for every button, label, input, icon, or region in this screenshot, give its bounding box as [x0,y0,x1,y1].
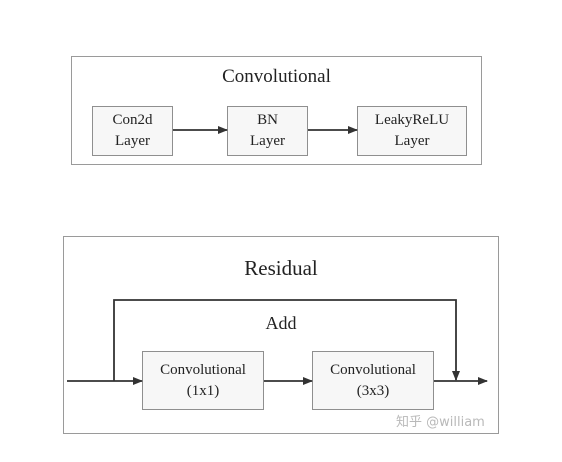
convolutional-title: Convolutional [222,66,331,87]
leakyrelu-layer-box: LeakyReLU Layer [357,106,467,156]
convolutional-1x1-box: Convolutional (1x1) [142,351,264,410]
add-label: Add [265,313,297,333]
watermark-text: 知乎 @william [396,415,485,430]
bn-layer-box: BN Layer [227,106,308,156]
convolutional-1x1-line1: Convolutional [160,361,246,378]
convolutional-1x1-line2: (1x1) [186,382,220,399]
con2d-layer-box: Con2d Layer [92,106,173,156]
bn-layer-line2: Layer [250,133,285,149]
convolutional-3x3-box: Convolutional (3x3) [312,351,434,410]
convolutional-3x3-line2: (3x3) [356,382,390,399]
convolutional-3x3-line1: Convolutional [330,361,416,378]
skip-connection-arrow [113,299,460,381]
residual-title: Residual [244,256,318,280]
bn-layer-line1: BN [257,112,278,128]
con2d-layer-line2: Layer [115,133,150,149]
leakyrelu-layer-line2: Layer [394,133,430,149]
leakyrelu-layer-line1: LeakyReLU [374,112,450,128]
con2d-layer-line1: Con2d [112,112,153,128]
